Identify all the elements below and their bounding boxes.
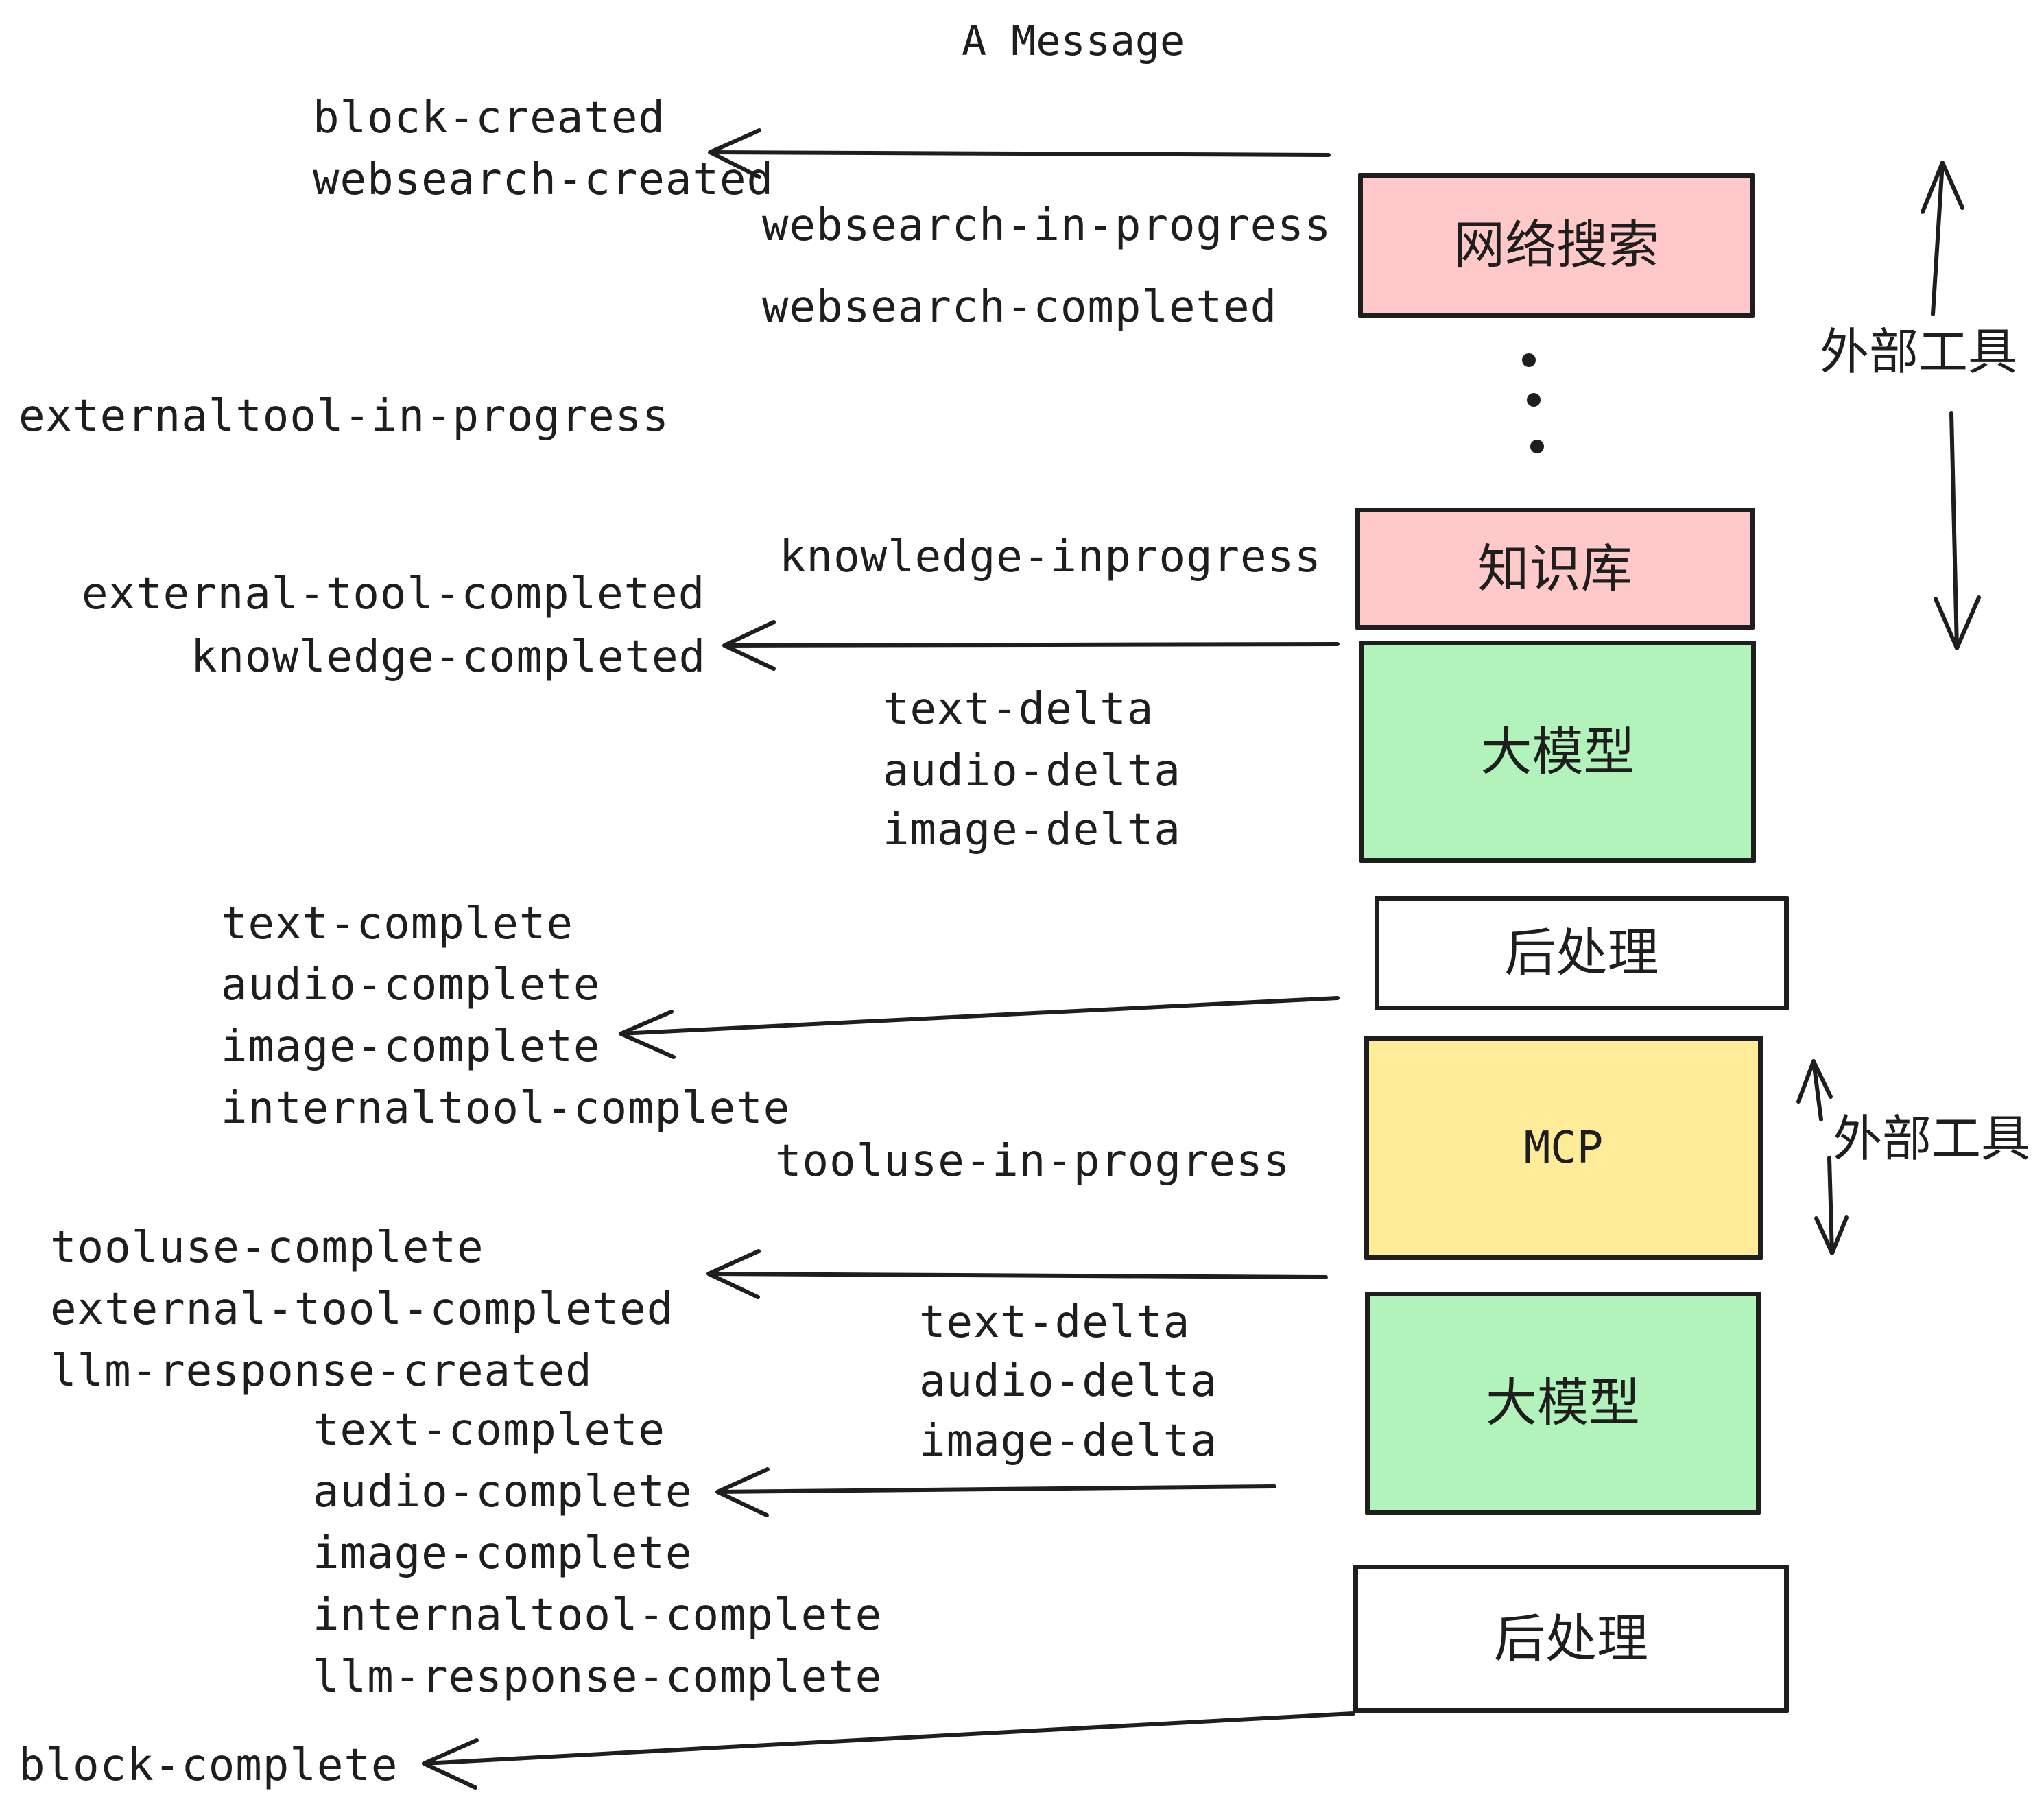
label-websearch-created: websearch-created [313,154,774,205]
label-audio-delta-2: audio-delta [919,1356,1217,1407]
label-image-delta-1: image-delta [883,805,1181,855]
vertical-ellipsis-dots [1522,353,1544,453]
down-arrow-external-tools-mcp [1814,1156,1849,1255]
box-knowledge-label: 知识库 [1477,539,1632,597]
box-llm-1-label: 大模型 [1480,722,1635,781]
label-llm-response-created: llm-response-created [50,1346,593,1397]
label-knowledge-completed: knowledge-completed [191,632,706,683]
external-tools-label-top: 外部工具 [1820,325,2018,380]
label-externaltool-in-progress: externaltool-in-progress [19,391,669,442]
label-text-delta-2: text-delta [919,1297,1191,1348]
label-internaltool-complete-1: internaltool-complete [221,1083,791,1134]
down-arrow-external-tools-top [1934,411,1981,650]
box-llm-2: 大模型 [1365,1292,1761,1515]
up-arrow-external-tools-mcp [1796,1059,1833,1121]
external-tools-label-mcp: 外部工具 [1833,1112,2031,1167]
label-internaltool-complete-2: internaltool-complete [313,1590,883,1641]
box-mcp-label: MCP [1523,1122,1604,1174]
box-postprocess-2: 后处理 [1353,1565,1789,1713]
label-block-complete: block-complete [19,1740,399,1791]
label-audio-complete-2: audio-complete [313,1467,693,1517]
box-websearch: 网络搜索 [1358,173,1755,318]
label-tooluse-in-progress: tooluse-in-progress [775,1136,1291,1187]
label-text-delta-1: text-delta [883,684,1154,735]
box-postprocess-1-label: 后处理 [1504,924,1659,982]
label-websearch-completed: websearch-completed [762,282,1278,333]
box-knowledge: 知识库 [1355,508,1755,630]
diagram-title: A Message [962,17,1185,65]
arrow-to-knowledge-completed [722,620,1340,671]
label-audio-delta-1: audio-delta [883,746,1181,796]
label-websearch-in-progress: websearch-in-progress [762,200,1332,251]
arrow-to-block-complete [422,1711,1355,1790]
arrow-to-tooluse-complete [706,1249,1328,1299]
label-text-complete-1: text-complete [221,899,573,949]
label-image-complete-1: image-complete [221,1021,601,1072]
label-tooluse-complete: tooluse-complete [50,1222,484,1273]
label-external-tool-completed-1: external-tool-completed [82,569,706,619]
arrow-to-audio-complete [715,1467,1276,1517]
box-llm-1: 大模型 [1359,641,1756,863]
label-knowledge-inprogress: knowledge-inprogress [779,532,1322,582]
up-arrow-external-tools-top [1921,161,1964,316]
box-websearch-label: 网络搜索 [1453,216,1659,274]
label-external-tool-completed-2: external-tool-completed [50,1284,674,1335]
label-block-created: block-created [313,93,665,143]
label-audio-complete-1: audio-complete [221,960,601,1010]
label-text-complete-2: text-complete [313,1405,665,1456]
box-postprocess-2-label: 后处理 [1493,1609,1648,1667]
arrow-to-websearch-created [708,128,1331,179]
label-image-complete-2: image-complete [313,1528,693,1579]
label-llm-response-complete: llm-response-complete [313,1652,883,1702]
box-postprocess-1: 后处理 [1375,896,1789,1010]
box-llm-2-label: 大模型 [1485,1374,1640,1432]
arrow-to-image-complete [619,996,1340,1059]
label-image-delta-2: image-delta [919,1416,1217,1467]
box-mcp: MCP [1364,1036,1763,1260]
